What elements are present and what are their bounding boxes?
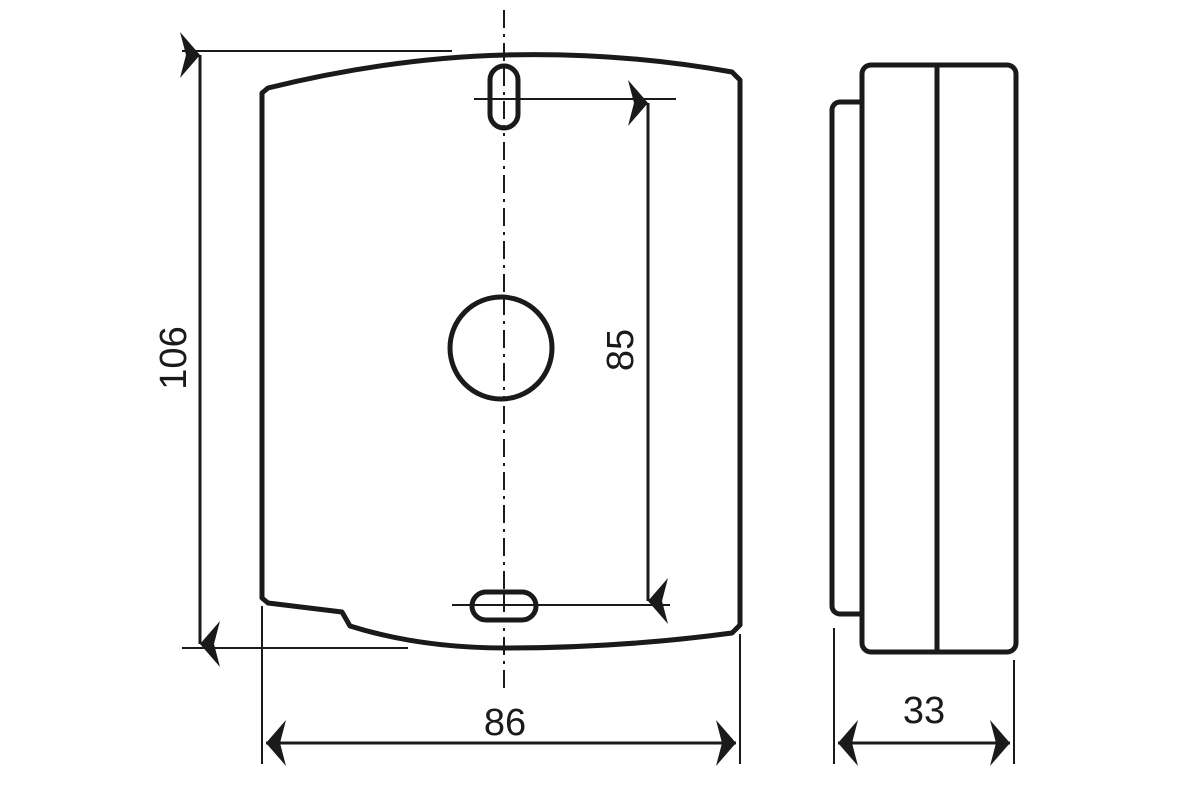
side-view [829,62,1019,655]
cable-entry-hole [447,294,555,402]
hole-spacing-dimension-label: 85 [600,329,642,371]
depth-dimension: 33 [833,628,1015,766]
height-dimension-label: 106 [153,326,195,389]
hole-spacing-dimension: 85 [452,80,676,624]
width-dimension: 86 [261,606,741,766]
height-dimension: 106 [153,32,452,667]
width-dimension-label: 86 [484,702,526,744]
front-view-outline [259,52,743,651]
front-view [259,10,743,690]
top-mounting-slot [487,63,521,131]
depth-dimension-label: 33 [903,690,945,732]
